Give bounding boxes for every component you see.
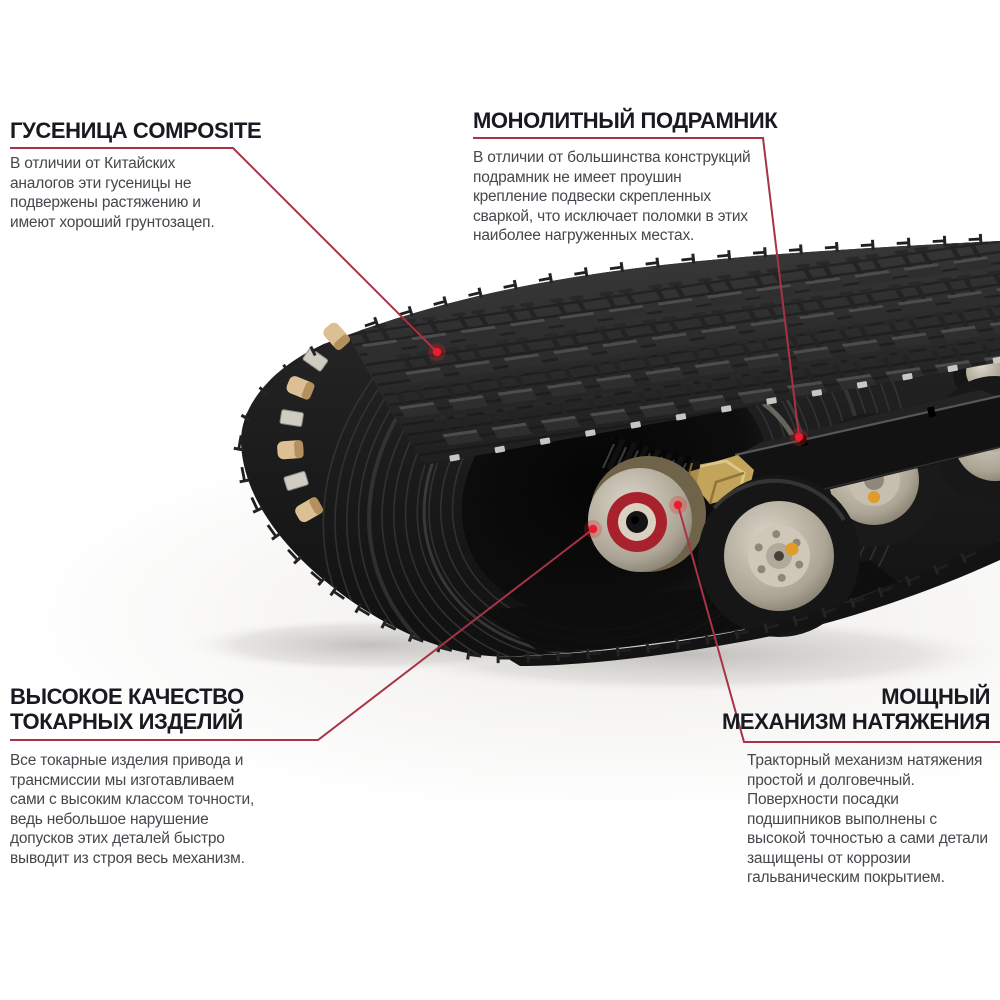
callout-quality-body: Все токарные изделия привода и трансмисс… — [10, 752, 255, 867]
slider-and-clip-arc — [277, 322, 351, 523]
leader-dot — [588, 524, 598, 534]
callout-track-body: В отличии от Китайских аналогов эти гусе… — [10, 155, 215, 231]
callout-subframe-body: В отличии от большинства конструкций под… — [473, 149, 751, 244]
wheel-reflector — [785, 542, 799, 556]
leader-line-idler-bearing — [10, 520, 602, 741]
leader-line-track-surface — [10, 147, 446, 361]
leader-line-tensioner-rod — [669, 496, 1000, 743]
leader-dot — [673, 500, 683, 510]
deck-edge-clips — [449, 356, 1000, 462]
callout-subframe-title: МОНОЛИТНЫЙ ПОДРАМНИК — [473, 108, 778, 133]
spike-fringe-nose — [233, 343, 327, 586]
idler-bearing-wheel — [588, 456, 706, 572]
callout-tensioner-body: Тракторный механизм натяжения простой и … — [747, 752, 988, 886]
spike-fringe-bottom — [329, 551, 977, 664]
callout-quality-title: ВЫСОКОЕ КАЧЕСТВО ТОКАРНЫХ ИЗДЕЛИЙ — [10, 684, 244, 734]
road-wheel-near — [698, 475, 860, 637]
cleat-grid — [352, 241, 1000, 446]
leader-line-subframe-rail — [473, 137, 808, 446]
callout-track-title: ГУСЕНИЦА COMPOSITE — [10, 118, 262, 143]
wheel-reflector — [868, 491, 880, 503]
spike-fringe-top — [364, 233, 983, 328]
leader-dot — [432, 347, 442, 357]
leader-dot — [794, 432, 804, 442]
leader-lines-layer — [10, 137, 1000, 743]
callout-tensioner-title: МОЩНЫЙ МЕХАНИЗМ НАТЯЖЕНИЯ — [722, 684, 990, 734]
